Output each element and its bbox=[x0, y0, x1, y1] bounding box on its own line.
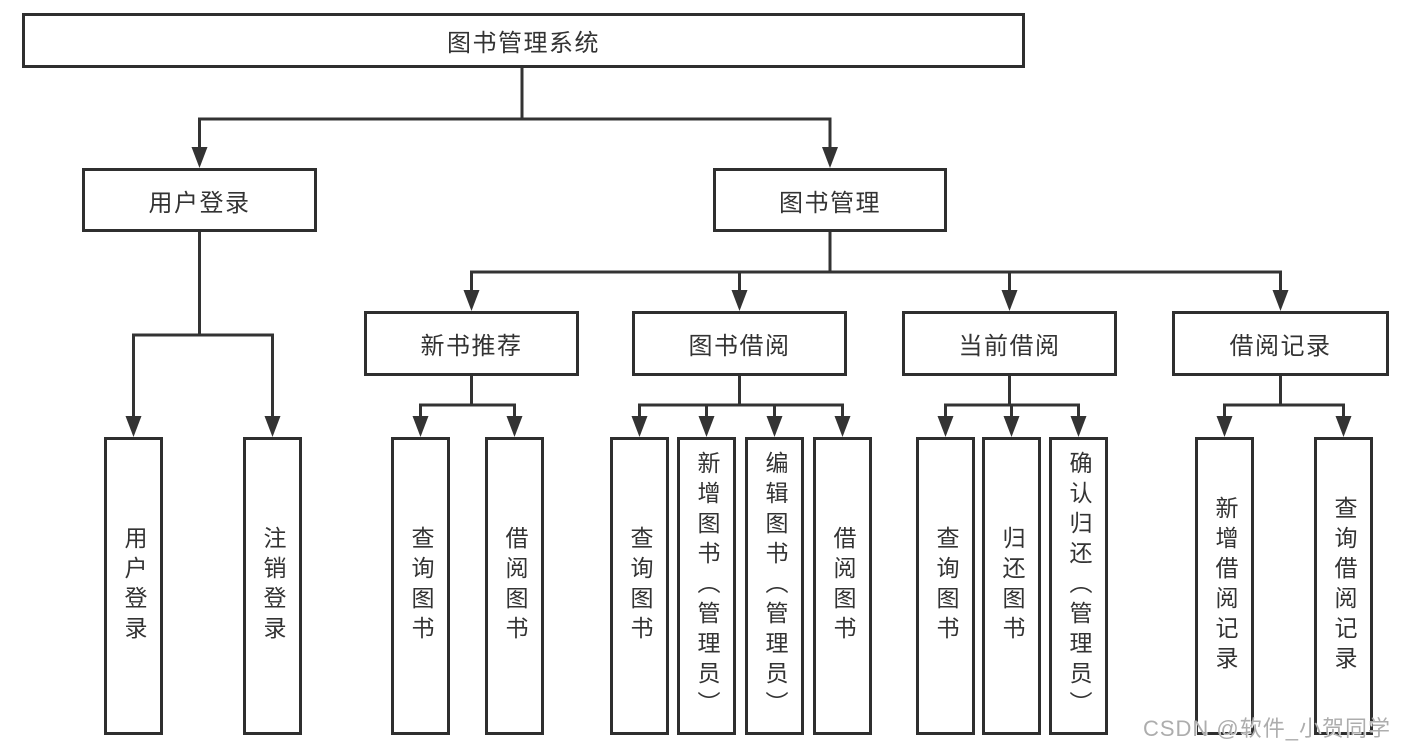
node-current-borrowing: 当前借阅 bbox=[902, 311, 1117, 376]
leaf-borrow-books-recommend: 借阅图书 bbox=[485, 437, 544, 735]
node-borrowing-records: 借阅记录 bbox=[1172, 311, 1389, 376]
leaf-edit-books-admin: 编辑图书（管理员） bbox=[745, 437, 804, 735]
leaf-query-books-current: 查询图书 bbox=[916, 437, 975, 735]
leaf-logout: 注销登录 bbox=[243, 437, 302, 735]
node-library-management-system: 图书管理系统 bbox=[22, 13, 1025, 68]
node-book-borrowing: 图书借阅 bbox=[632, 311, 847, 376]
csdn-watermark: CSDN @软件_小贺同学 bbox=[1142, 716, 1391, 741]
leaf-query-books-recommend: 查询图书 bbox=[391, 437, 450, 735]
leaf-user-login: 用户登录 bbox=[104, 437, 163, 735]
node-new-book-recommend: 新书推荐 bbox=[364, 311, 579, 376]
node-book-management: 图书管理 bbox=[713, 168, 947, 232]
leaf-add-borrow-record: 新增借阅记录 bbox=[1195, 437, 1254, 735]
leaf-query-borrow-record: 查询借阅记录 bbox=[1314, 437, 1373, 735]
leaf-add-books-admin: 新增图书（管理员） bbox=[677, 437, 736, 735]
leaf-query-books-borrow: 查询图书 bbox=[610, 437, 669, 735]
node-user-login: 用户登录 bbox=[82, 168, 317, 232]
leaf-confirm-return-admin: 确认归还（管理员） bbox=[1049, 437, 1108, 735]
leaf-borrow-books: 借阅图书 bbox=[813, 437, 872, 735]
leaf-return-books: 归还图书 bbox=[982, 437, 1041, 735]
